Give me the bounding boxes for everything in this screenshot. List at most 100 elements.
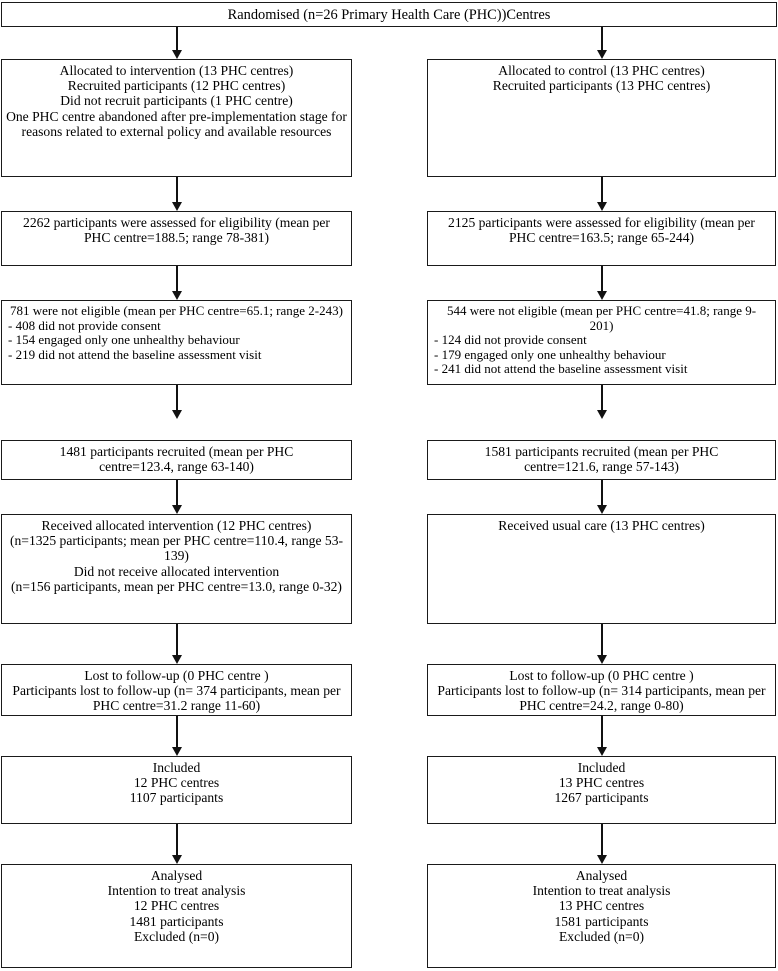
right-analysed-line: Excluded (n=0) [558, 928, 645, 944]
left-eligibility-text: 2262 participants were assessed for elig… [23, 215, 330, 246]
arrow-head [597, 855, 607, 864]
left-not-eligible-bullet: - 154 engaged only one unhealthy behavio… [8, 332, 240, 348]
left-received-line: (n=1325 participants; mean per PHC centr… [9, 533, 344, 564]
left-eligibility-box: 2262 participants were assessed for elig… [1, 211, 352, 266]
randomised-label: Randomised (n=26 Primary Health Care (PH… [227, 6, 551, 23]
arrow-head [172, 291, 182, 300]
right-analysed-line: Intention to treat analysis [532, 883, 671, 899]
right-lost-box: Lost to follow-up (0 PHC centre ) Partic… [427, 664, 776, 716]
arrow-left-recruited-to-received [172, 480, 182, 514]
right-not-eligible-heading: 544 were not eligible (mean per PHC cent… [446, 303, 757, 333]
arrow-head [597, 747, 607, 756]
right-recruited-text: 1581 participants recruited (mean per PH… [484, 444, 719, 475]
arrow-right-received-to-lost [597, 624, 607, 664]
left-analysed-box: Analysed Intention to treat analysis 12 … [1, 864, 352, 968]
left-analysed-line: Intention to treat analysis [107, 883, 246, 899]
arrow-shaft [601, 385, 603, 410]
arrow-right-recruited-to-received [597, 480, 607, 514]
arrow-shaft [601, 480, 603, 505]
arrow-head [172, 202, 182, 211]
left-received-box: Received allocated intervention (12 PHC … [1, 514, 352, 624]
left-analysed-line: 12 PHC centres [133, 898, 220, 914]
arrow-left-lost-to-included [172, 716, 182, 756]
arrow-shaft [601, 266, 603, 291]
right-analysed-box: Analysed Intention to treat analysis 13 … [427, 864, 776, 968]
arrow-right-eligibility-to-not-eligible [597, 266, 607, 300]
left-allocation-line: One PHC centre abandoned after pre-imple… [6, 108, 347, 139]
arrow-head [172, 747, 182, 756]
right-analysed-line: 13 PHC centres [558, 898, 645, 914]
right-allocation-line: Allocated to control (13 PHC centres) [498, 63, 705, 78]
arrow-shaft [176, 716, 178, 747]
right-allocation-box: Allocated to control (13 PHC centres) Re… [427, 59, 776, 177]
left-analysed-line: Analysed [150, 868, 203, 883]
arrow-shaft [176, 385, 178, 410]
left-allocation-line: Allocated to intervention (13 PHC centre… [59, 63, 294, 78]
left-included-line: 1107 participants [129, 790, 224, 806]
right-not-eligible-box: 544 were not eligible (mean per PHC cent… [427, 300, 776, 385]
arrow-head [172, 655, 182, 664]
left-not-eligible-bullet: - 219 did not attend the baseline assess… [8, 346, 262, 362]
arrow-head [597, 202, 607, 211]
arrow-shaft [601, 824, 603, 855]
right-lost-line: Participants lost to follow-up (n= 314 p… [437, 683, 766, 714]
right-included-line: 13 PHC centres [558, 775, 645, 791]
right-lost-line: Lost to follow-up (0 PHC centre ) [509, 668, 694, 683]
arrow-head [597, 410, 607, 419]
arrow-shaft [176, 480, 178, 505]
arrow-right-allocation-to-eligibility [597, 177, 607, 211]
left-recruited-text: 1481 participants recruited (mean per PH… [59, 444, 294, 475]
left-not-eligible-heading: 781 were not eligible (mean per PHC cent… [10, 303, 343, 318]
left-received-line: Received allocated intervention (12 PHC … [41, 518, 312, 533]
arrow-left-included-to-analysed [172, 824, 182, 864]
right-analysed-line: Analysed [575, 868, 628, 883]
arrow-top-to-left-allocation [172, 27, 182, 59]
left-included-line: 12 PHC centres [133, 775, 220, 791]
arrow-shaft [176, 177, 178, 202]
arrow-head [172, 505, 182, 514]
randomised-box: Randomised (n=26 Primary Health Care (PH… [1, 2, 777, 27]
arrow-left-received-to-lost [172, 624, 182, 664]
left-included-line: Included [152, 760, 201, 775]
arrow-shaft [176, 824, 178, 855]
right-not-eligible-bullet: - 179 engaged only one unhealthy behavio… [434, 346, 666, 362]
arrow-head [172, 50, 182, 59]
arrow-shaft [176, 27, 178, 50]
arrow-shaft [601, 716, 603, 747]
left-not-eligible-bullet: - 408 did not provide consent [8, 317, 161, 333]
left-allocation-box: Allocated to intervention (13 PHC centre… [1, 59, 352, 177]
arrow-shaft [176, 266, 178, 291]
left-allocation-line: Did not recruit participants (1 PHC cent… [60, 93, 293, 109]
arrow-head [597, 50, 607, 59]
arrow-head [172, 410, 182, 419]
right-analysed-line: 1581 participants [554, 913, 649, 929]
left-analysed-line: Excluded (n=0) [133, 928, 220, 944]
right-received-line: Received usual care (13 PHC centres) [498, 518, 705, 533]
arrow-shaft [601, 27, 603, 50]
right-included-line: 1267 participants [554, 790, 649, 806]
left-lost-line: Lost to follow-up (0 PHC centre ) [84, 668, 269, 683]
arrow-left-not-eligible-to-recruited [172, 385, 182, 419]
arrow-right-lost-to-included [597, 716, 607, 756]
left-included-box: Included 12 PHC centres 1107 participant… [1, 756, 352, 824]
right-not-eligible-bullet: - 124 did not provide consent [434, 332, 587, 348]
arrow-head [597, 505, 607, 514]
left-allocation-line: Recruited participants (12 PHC centres) [67, 78, 286, 94]
arrow-head [597, 291, 607, 300]
arrow-head [172, 855, 182, 864]
arrow-shaft [601, 624, 603, 655]
right-included-line: Included [577, 760, 626, 775]
left-lost-line: Participants lost to follow-up (n= 374 p… [12, 683, 341, 714]
arrow-top-to-right-allocation [597, 27, 607, 59]
left-not-eligible-box: 781 were not eligible (mean per PHC cent… [1, 300, 352, 385]
right-allocation-line: Recruited participants (13 PHC centres) [492, 78, 711, 94]
arrow-head [597, 655, 607, 664]
left-received-line: Did not receive allocated intervention [73, 563, 280, 579]
left-analysed-line: 1481 participants [129, 913, 224, 929]
right-recruited-box: 1581 participants recruited (mean per PH… [427, 440, 776, 480]
arrow-right-not-eligible-to-recruited [597, 385, 607, 419]
arrow-shaft [601, 177, 603, 202]
arrow-left-eligibility-to-not-eligible [172, 266, 182, 300]
left-lost-box: Lost to follow-up (0 PHC centre ) Partic… [1, 664, 352, 716]
